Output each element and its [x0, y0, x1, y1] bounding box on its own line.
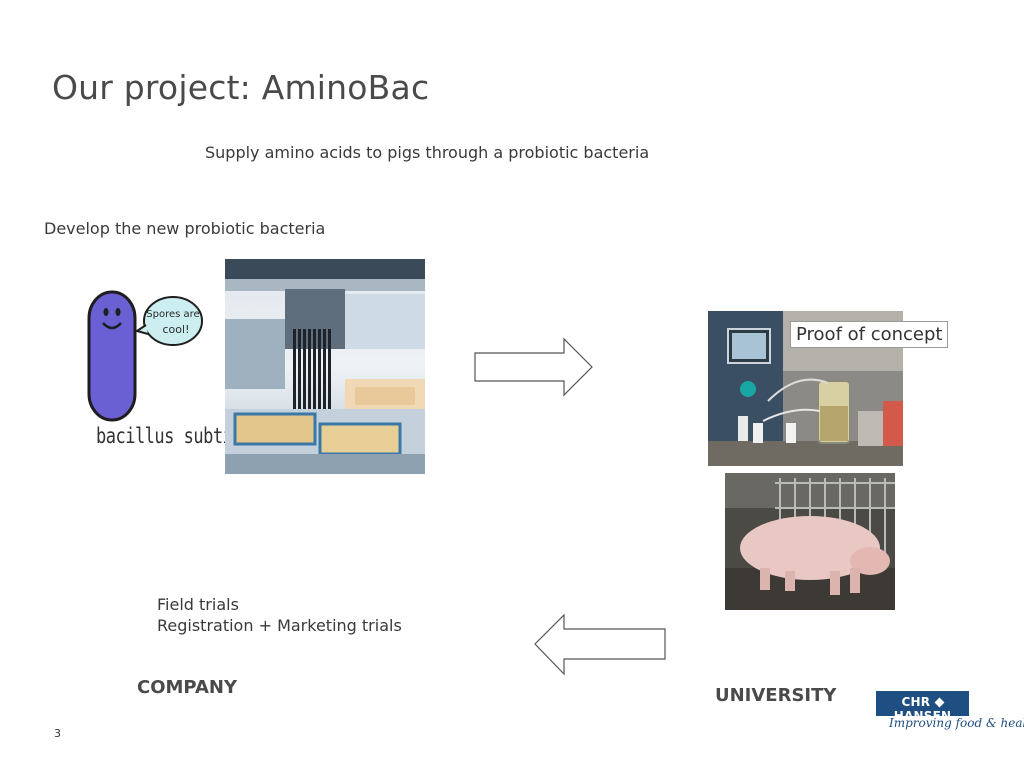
speech-bubble [143, 296, 203, 346]
logo-brand-right: HANSEN [893, 709, 952, 723]
speech-bubble-tail [134, 324, 149, 335]
arrow-right-icon [474, 337, 593, 397]
bacillus-cartoon: Spores are cool! [87, 290, 203, 422]
page-number: 3 [54, 727, 61, 740]
slide-title: Our project: AminoBac [52, 68, 430, 107]
logo-brand-text: CHR HANSEN [876, 695, 969, 723]
field-trials-text: Field trials Registration + Marketing tr… [157, 594, 402, 636]
logo-tagline: Improving food & health [889, 716, 1024, 730]
speech-line-2: cool! [163, 323, 190, 336]
bacterium-smile [102, 322, 122, 330]
develop-label: Develop the new probiotic bacteria [44, 219, 326, 238]
bacterium-eye-left [103, 308, 109, 316]
arrow-left-icon [534, 613, 666, 676]
registration-line: Registration + Marketing trials [157, 616, 402, 635]
bacterium-body [87, 290, 137, 422]
speech-line-1: Spores are [146, 309, 199, 320]
proof-of-concept-label: Proof of concept [790, 321, 949, 348]
company-label: COMPANY [137, 677, 237, 698]
logo-diamond-icon [934, 697, 944, 707]
logo-brand-left: CHR [901, 695, 931, 709]
university-label: UNIVERSITY [715, 685, 837, 706]
slide-subtitle: Supply amino acids to pigs through a pro… [205, 143, 650, 162]
bacterium-eye-right [115, 308, 121, 316]
pipetting-robot-photo [225, 259, 425, 474]
field-trials-line: Field trials [157, 595, 239, 614]
chr-hansen-logo [876, 691, 969, 716]
pig-photo [725, 473, 895, 610]
